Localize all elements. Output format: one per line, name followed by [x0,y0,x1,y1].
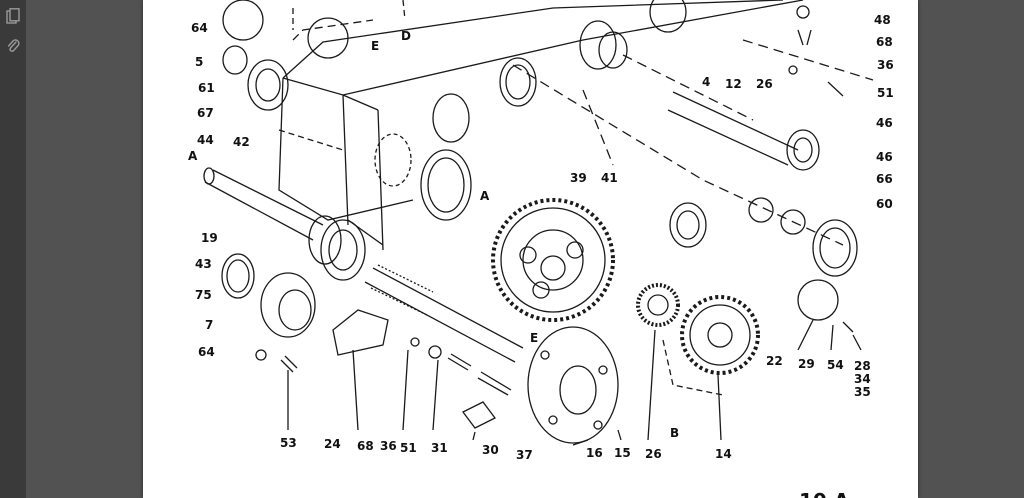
part-label: 19 [201,231,218,245]
part-label: 66 [876,172,893,186]
part-label: 35 [854,385,871,399]
part-label: 61 [198,81,215,95]
part-label: 67 [197,106,214,120]
part-label: 60 [876,197,893,211]
part-label: 36 [877,58,894,72]
part-label: 44 [197,133,214,147]
part-label: 34 [854,372,871,386]
exploded-parts-drawing: 64 5 61 67 44 42 19 43 75 7 64 53 24 68 … [188,0,894,498]
part-label: 26 [645,447,662,461]
part-label: 28 [854,359,871,373]
view-mark: A [188,149,198,163]
view-mark: E [530,331,538,345]
part-label: 24 [324,437,341,451]
part-label: 68 [357,439,374,453]
part-label: 7 [205,318,213,332]
part-label: 31 [431,441,448,455]
page-number: 10 A [799,489,850,498]
paperclip-icon[interactable] [4,38,22,56]
part-label: 41 [601,171,618,185]
part-label: 64 [198,345,215,359]
document-page: 64 5 61 67 44 42 19 43 75 7 64 53 24 68 … [143,0,918,498]
part-label: 43 [195,257,212,271]
part-label: 51 [877,86,894,100]
view-mark: E [371,39,379,53]
part-label: 16 [586,446,603,460]
view-mark: B [670,426,679,440]
part-label: 30 [482,443,499,457]
part-label: 54 [827,358,844,372]
part-label: 51 [400,441,417,455]
part-number-labels: 64 5 61 67 44 42 19 43 75 7 64 53 24 68 … [191,13,894,462]
part-label: 53 [280,436,297,450]
part-label: 48 [874,13,891,27]
view-mark: D [401,29,411,43]
part-label: 26 [756,77,773,91]
part-label: 42 [233,135,250,149]
part-label: 5 [195,55,203,69]
part-label: 12 [725,77,742,91]
part-label: 37 [516,448,533,462]
part-label: 4 [702,75,710,89]
part-label: 15 [614,446,631,460]
part-label: 14 [715,447,732,461]
part-label: 29 [798,357,815,371]
part-label: 22 [766,354,783,368]
part-label: 46 [876,116,893,130]
part-label: 36 [380,439,397,453]
viewer-sidebar [0,0,27,498]
pages-icon[interactable] [4,8,22,26]
part-label: 39 [570,171,587,185]
part-label: 68 [876,35,893,49]
view-mark: A [480,189,490,203]
document-canvas[interactable]: 64 5 61 67 44 42 19 43 75 7 64 53 24 68 … [26,0,1024,498]
view-marks: A A E D E B [188,29,679,440]
part-label: 64 [191,21,208,35]
part-label: 46 [876,150,893,164]
part-label: 75 [195,288,212,302]
